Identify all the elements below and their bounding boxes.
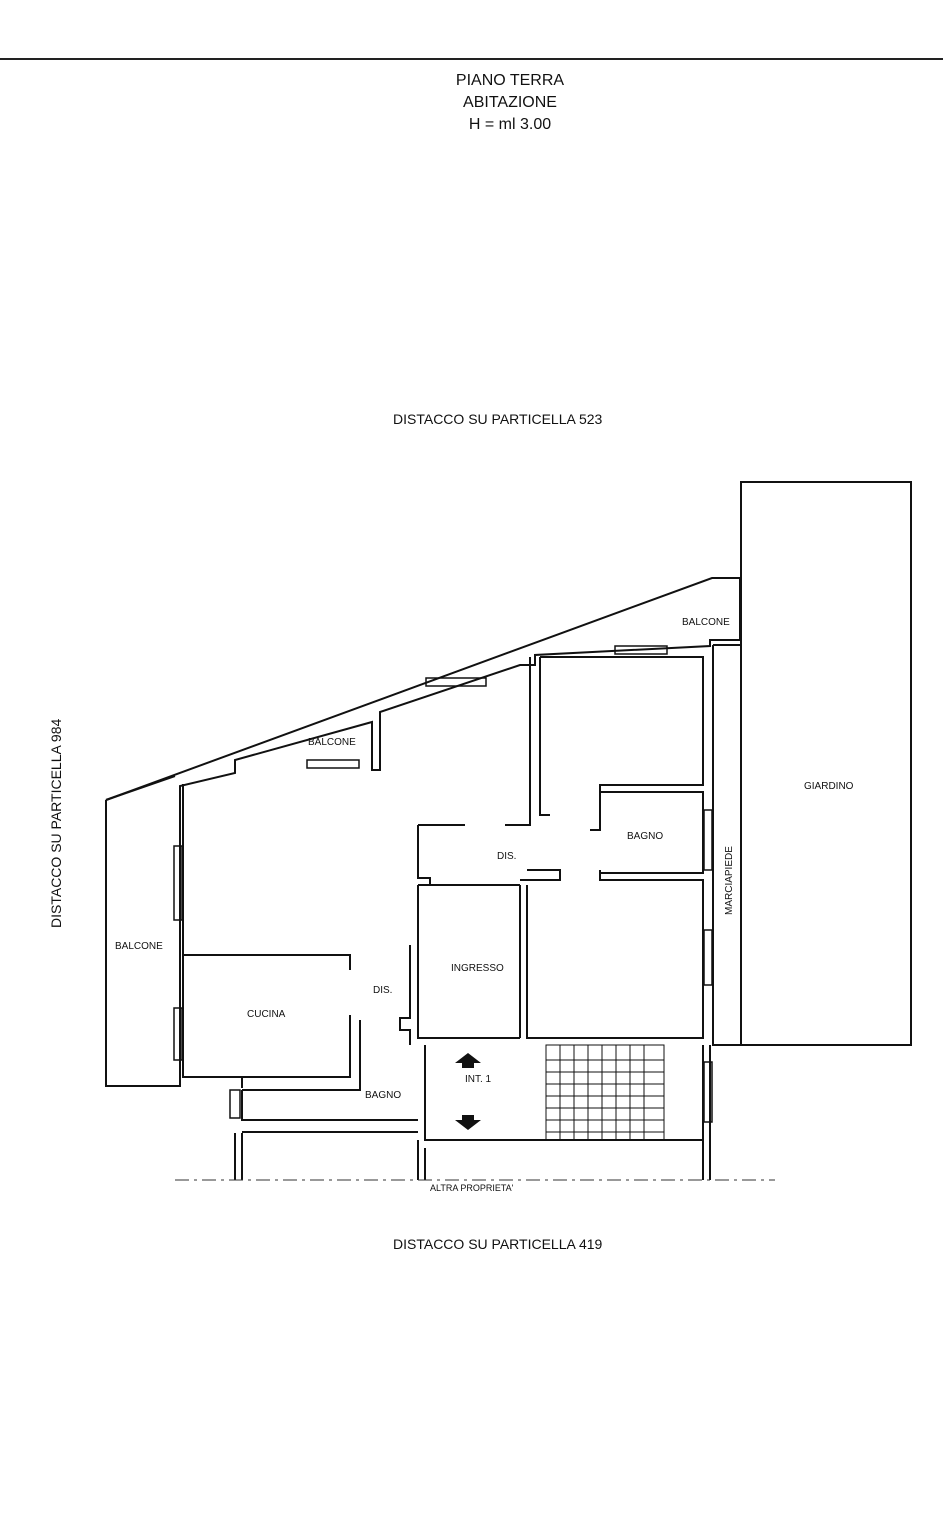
- title-height: H = ml 3.00: [468, 116, 552, 133]
- arrow-up-icon: [455, 1053, 481, 1068]
- room-marciapiede: MARCIAPIEDE: [724, 846, 735, 915]
- room-dis-upper: DIS.: [497, 851, 516, 862]
- room-balcone-mid: BALCONE: [308, 737, 356, 748]
- room-balcone-left: BALCONE: [115, 941, 163, 952]
- staircase: [545, 1044, 665, 1141]
- room-bagno-upper: BAGNO: [627, 831, 663, 842]
- north-boundary-label: DISTACCO SU PARTICELLA 523: [393, 411, 603, 427]
- room-dis-lower: DIS.: [373, 985, 392, 996]
- room-balcone-top: BALCONE: [682, 617, 730, 628]
- title-floor: PIANO TERRA: [455, 72, 565, 89]
- windows: [173, 645, 713, 1123]
- room-bagno-lower: BAGNO: [365, 1090, 401, 1101]
- title-use: ABITAZIONE: [463, 94, 557, 111]
- room-cucina: CUCINA: [247, 1009, 286, 1020]
- garden-area: [740, 481, 912, 1046]
- top-border-line: [0, 58, 943, 60]
- room-altra-proprieta: ALTRA PROPRIETA': [430, 1183, 514, 1193]
- room-int1: INT. 1: [465, 1074, 492, 1085]
- room-ingresso: INGRESSO: [451, 963, 504, 974]
- arrow-down-icon: [455, 1115, 481, 1130]
- plan-walls: [105, 481, 912, 1180]
- room-giardino: GIARDINO: [804, 781, 854, 792]
- south-boundary-label: DISTACCO SU PARTICELLA 419: [393, 1236, 603, 1252]
- plan-title: PIANO TERRA ABITAZIONE H = ml 3.00: [410, 70, 610, 136]
- entrance-arrows: [455, 1053, 481, 1130]
